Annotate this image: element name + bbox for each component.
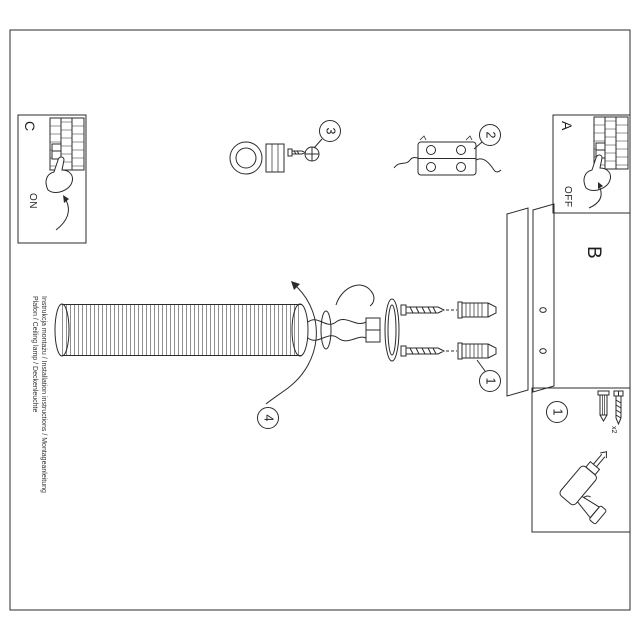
step-4-number: 4 — [260, 414, 275, 422]
small-screw-icon — [287, 148, 307, 157]
canopy-side-icon — [265, 143, 285, 173]
mounting-plate-icon — [384, 298, 400, 362]
step-3-number: 3 — [322, 127, 337, 135]
wire-loop — [335, 284, 375, 307]
wire — [307, 318, 367, 325]
tube-end-cap — [54, 303, 70, 357]
board-icon — [506, 207, 529, 397]
board-icon — [532, 203, 555, 393]
rotate-arrow-icon — [265, 286, 317, 405]
ceiling-boards-drawing — [506, 203, 555, 397]
tube-open-end — [291, 303, 309, 357]
step-2-number: 2 — [482, 131, 497, 139]
wire — [307, 335, 367, 342]
wall-plug-icon — [457, 301, 497, 319]
step-2-leader — [473, 141, 483, 150]
brick-wall-icon — [49, 117, 85, 171]
screw-icon — [613, 390, 624, 426]
lamp-assembly-drawing — [54, 281, 497, 405]
page-border — [9, 29, 631, 611]
step-1-number: 1 — [482, 377, 497, 385]
terminal-block-drawing — [393, 135, 502, 176]
step-2-badge: 2 — [479, 124, 501, 146]
wall-plug-icon — [597, 390, 610, 422]
step-1-badge: 1 — [479, 370, 501, 392]
lamp-tube — [62, 304, 302, 356]
screw-head-icon — [304, 146, 320, 162]
drill-hole — [539, 307, 547, 313]
hand-icon — [45, 156, 73, 193]
step-1-leader — [476, 359, 486, 372]
hand-icon — [583, 154, 611, 191]
step-3-leader — [313, 138, 323, 149]
drill-hole — [539, 348, 547, 354]
toolbox-step-number: 1 — [549, 408, 564, 416]
wall-plug-icon — [457, 342, 497, 360]
toolbox-drawing — [559, 390, 624, 525]
section-a-frame — [552, 114, 631, 214]
toolbox-frame — [531, 387, 631, 533]
step-3-badge: 3 — [319, 120, 341, 142]
brick-wall-icon — [593, 116, 629, 170]
step-4-badge: 4 — [257, 407, 279, 429]
wire-left — [393, 157, 419, 169]
flip-arrow-icon — [55, 199, 69, 231]
toolbox-step-badge: 1 — [546, 401, 568, 423]
wall-switch-on-icon — [45, 117, 85, 231]
drill-icon — [559, 451, 608, 525]
wall-switch-off-icon — [583, 116, 629, 209]
flip-arrow-icon — [588, 187, 602, 209]
screw-icon — [400, 304, 457, 316]
canopy-ring-icon — [229, 141, 263, 175]
wire-right — [475, 158, 502, 173]
cover-disc-icon — [320, 310, 332, 350]
screw-icon — [400, 345, 457, 357]
canopy-assembly-drawing — [229, 138, 323, 175]
section-c-frame — [17, 114, 87, 244]
